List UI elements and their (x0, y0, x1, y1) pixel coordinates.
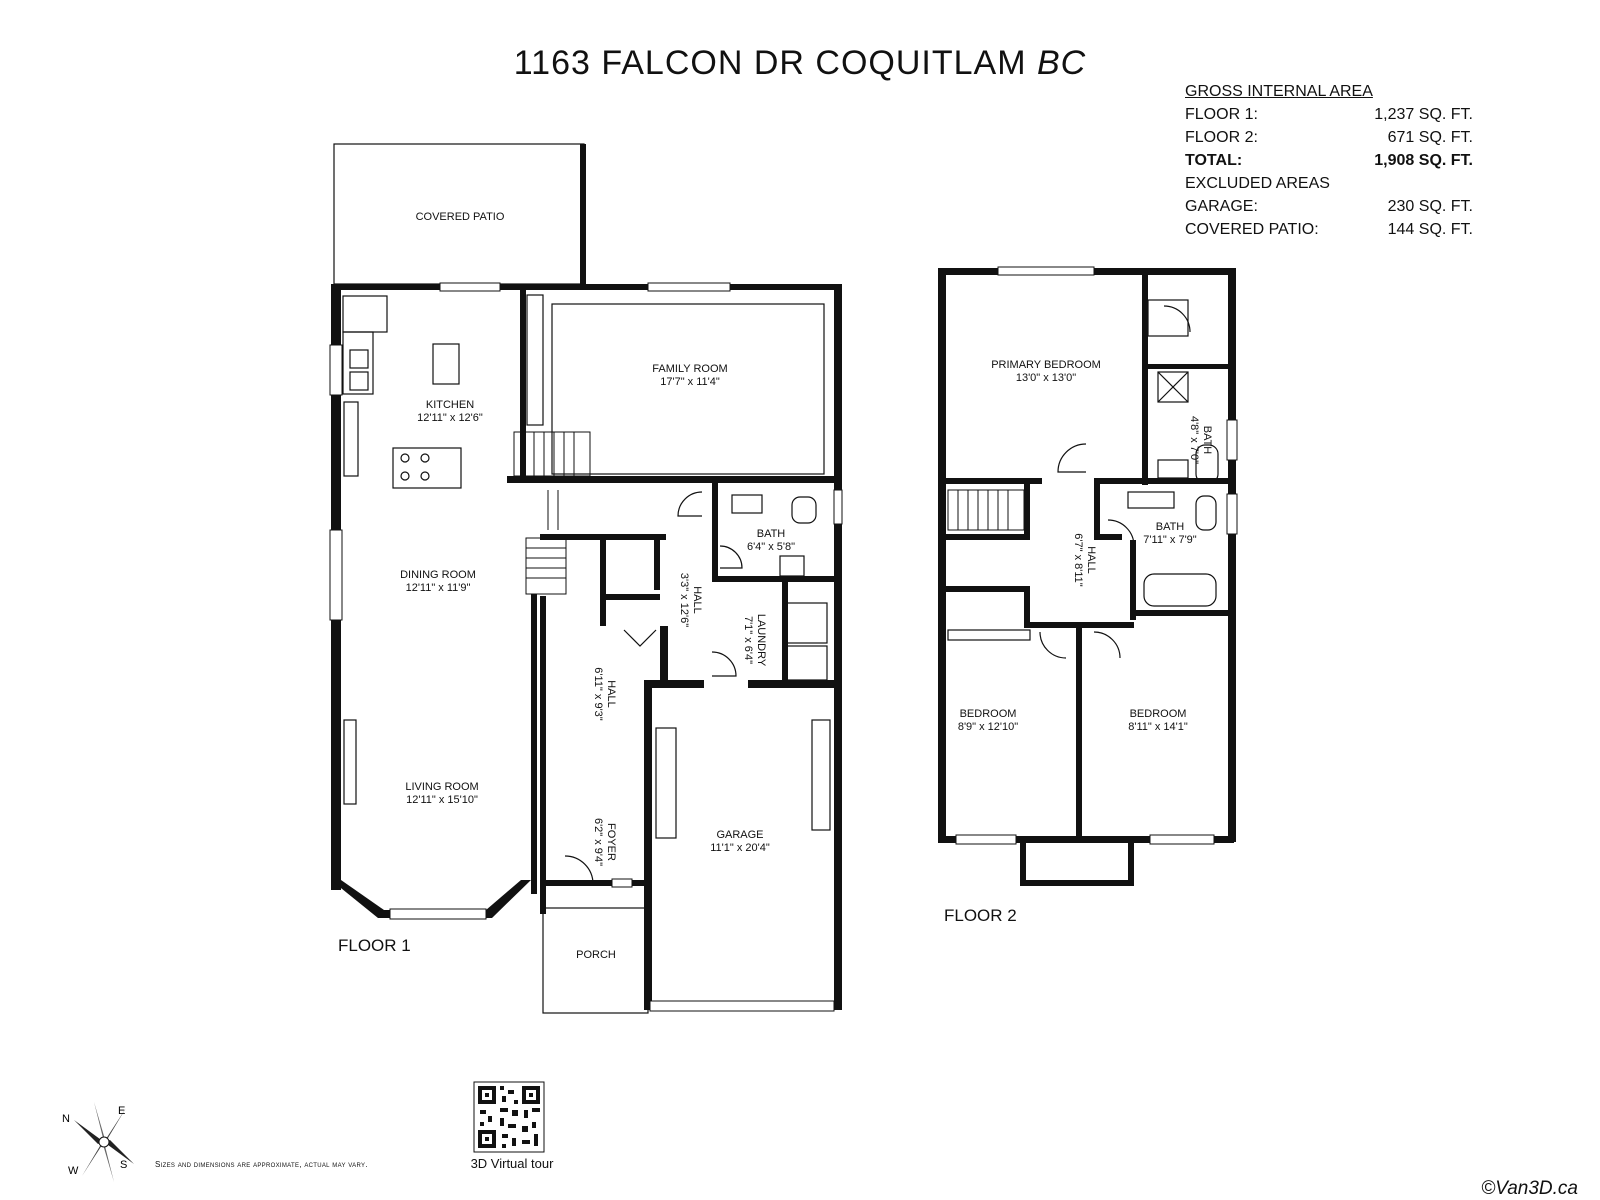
primary-bedroom-label: PRIMARY BEDROOM (991, 359, 1101, 371)
qr-caption: 3D Virtual tour (470, 1156, 554, 1171)
laundry-dim: 7'1" x 6'4" (742, 616, 754, 664)
hall-lower-dim: 6'11" x 9'3" (592, 667, 604, 720)
bedroom-left-dim: 8'9" x 12'10" (958, 721, 1018, 733)
dining-room-dim: 12'11" x 11'9" (406, 582, 471, 594)
foyer-dim: 6'2" x 9'4" (592, 818, 604, 866)
copyright-text: ©Van3D.ca (1481, 1178, 1578, 1199)
compass-s: S (120, 1159, 127, 1171)
compass-rose-icon: N E S W (62, 1102, 134, 1182)
area-row-total: TOTAL:1,908 SQ. FT. (1185, 152, 1473, 169)
living-room-dim: 12'11" x 15'10" (406, 794, 478, 806)
disclaimer-text: Sizes and dimensions are approximate, ac… (155, 1160, 368, 1169)
bath1-dim: 6'4" x 5'8" (747, 541, 795, 553)
covered-patio-label: COVERED PATIO (416, 211, 505, 223)
primary-bedroom-dim: 13'0" x 13'0" (1016, 372, 1076, 384)
hall-upper-label: HALL (691, 586, 703, 614)
ensuite-bath-dim: 4'8" x 7'0" (1188, 416, 1200, 464)
gross-area-heading: GROSS INTERNAL AREA (1185, 83, 1373, 100)
laundry-label: LAUNDRY (755, 614, 767, 667)
bath2-label: BATH (1156, 521, 1185, 533)
ensuite-bath-label: BATH (1201, 426, 1213, 455)
compass-n: N (62, 1113, 70, 1125)
dining-room-label: DINING ROOM (400, 569, 476, 581)
kitchen-island (432, 343, 460, 385)
foyer-label: FOYER (605, 823, 617, 861)
stove (392, 447, 462, 489)
garage-label: GARAGE (716, 829, 763, 841)
area-row-garage: GARAGE:230 SQ. FT. (1185, 198, 1473, 215)
bedroom-right-label: BEDROOM (1130, 708, 1187, 720)
address-text: 1163 FALCON DR COQUITLAM (513, 44, 1027, 82)
porch-label: PORCH (576, 949, 616, 961)
floor1-label: FLOOR 1 (338, 936, 411, 955)
hall2-label: HALL (1085, 546, 1097, 574)
hall2-dim: 6'7" x 8'11" (1072, 533, 1084, 586)
family-room-label: FAMILY ROOM (652, 363, 727, 375)
bath1-label: BATH (757, 528, 786, 540)
living-room-label: LIVING ROOM (405, 781, 478, 793)
floor2-label: FLOOR 2 (944, 906, 1017, 925)
area-row-floor1: FLOOR 1:1,237 SQ. FT. (1185, 106, 1473, 123)
area-row-floor2: FLOOR 2:671 SQ. FT. (1185, 129, 1473, 146)
kitchen-label: KITCHEN (426, 399, 474, 411)
bedroom-right-dim: 8'11" x 14'1" (1128, 721, 1188, 733)
gross-area-table: GROSS INTERNAL AREA FLOOR 1:1,237 SQ. FT… (1185, 80, 1475, 241)
excluded-areas-heading: EXCLUDED AREAS (1185, 175, 1330, 192)
bath2-dim: 7'11" x 7'9" (1143, 534, 1196, 546)
plan-title: 1163 FALCON DR COQUITLAM BC (0, 44, 1600, 83)
hall-upper-dim: 3'3" x 12'6" (678, 573, 690, 627)
province-text: BC (1036, 44, 1087, 82)
compass-w: W (68, 1165, 79, 1177)
garage-dim: 11'1" x 20'4" (710, 842, 770, 854)
hall-lower-label: HALL (605, 680, 617, 708)
kitchen-dim: 12'11" x 12'6" (417, 412, 483, 424)
family-room-dim: 17'7" x 11'4" (660, 376, 720, 388)
area-row-covered-patio: COVERED PATIO:144 SQ. FT. (1185, 221, 1473, 238)
qr-code-icon (473, 1081, 545, 1153)
bedroom-left-label: BEDROOM (960, 708, 1017, 720)
compass-e: E (118, 1105, 125, 1117)
